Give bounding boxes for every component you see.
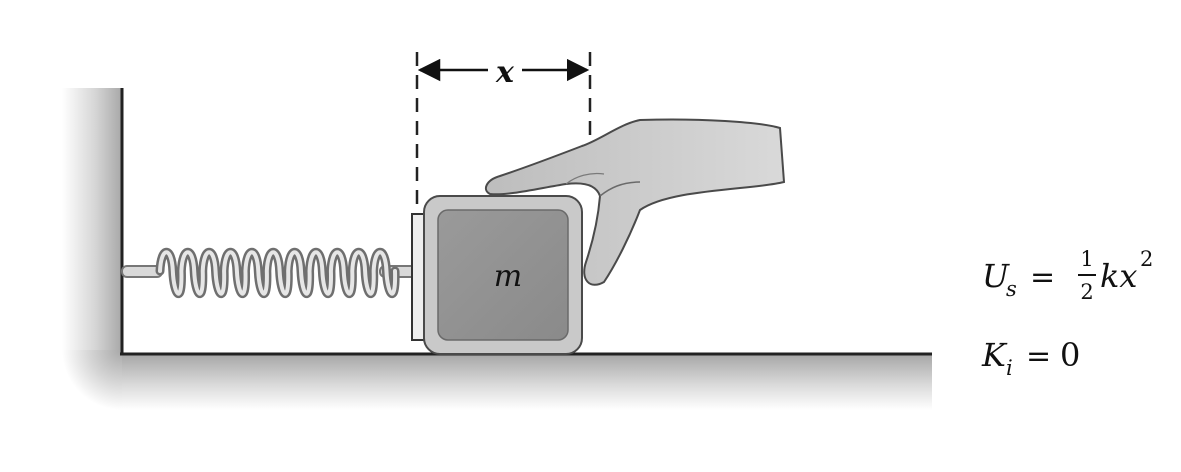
k-symbol: K [981, 336, 1008, 374]
kinetic-value: 0 [1060, 336, 1080, 374]
mass-block: m [411, 195, 583, 355]
hand [484, 118, 786, 286]
displacement-arrow: x [417, 55, 590, 90]
k-subscript: i [1006, 356, 1013, 380]
kinetic-energy-equation: K i = 0 [981, 336, 1080, 380]
equals-sign: = [1030, 260, 1055, 295]
u-subscript: s [1006, 277, 1017, 301]
u-symbol: U [982, 257, 1010, 295]
floor [120, 352, 932, 410]
kx-term: kx [1100, 257, 1137, 295]
fraction-numerator: 1 [1080, 247, 1093, 271]
potential-energy-equation: U s = 1 2 kx 2 [982, 247, 1153, 304]
equals-sign: = [1026, 339, 1051, 374]
mass-label: m [494, 259, 522, 294]
wall [62, 88, 124, 410]
spring [121, 247, 421, 299]
displacement-label: x [495, 55, 515, 90]
fraction-denominator: 2 [1080, 280, 1093, 304]
exponent: 2 [1140, 247, 1153, 271]
